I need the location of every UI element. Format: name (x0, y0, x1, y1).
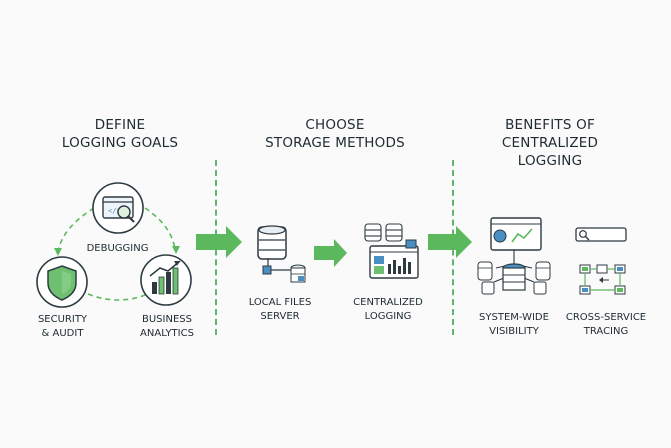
label-tracing-line1: CROSS-SERVICE (565, 312, 647, 323)
cycle-arrow-bottom (87, 293, 149, 301)
flow-arrow-2 (314, 239, 347, 267)
label-centralized-logging: CENTRALIZED LOGGING (338, 296, 438, 324)
label-local-files-server: LOCAL FILES SERVER (230, 296, 330, 324)
label-tracing-line2: TRACING (583, 326, 629, 337)
label-central-line2: LOGGING (364, 311, 412, 322)
label-business-analytics: BUSINESS ANALYTICS (122, 313, 212, 341)
section-title-choose-line2: STORAGE METHODS (265, 135, 405, 151)
tracing-icon (575, 227, 627, 295)
shield-icon (36, 256, 88, 308)
label-local-line2: SERVER (260, 311, 300, 322)
section-title-define-line2: LOGGING GOALS (61, 135, 179, 151)
label-analytics-line2: ANALYTICS (140, 328, 194, 339)
label-system-wide-visibility: SYSTEM-WIDE VISIBILITY (464, 311, 564, 339)
debugging-icon: </> (92, 182, 144, 234)
label-analytics-line1: BUSINESS (142, 314, 192, 325)
label-local-line1: LOCAL FILES (248, 297, 312, 308)
server-icon (257, 225, 306, 283)
label-security-line1: SECURITY (37, 314, 88, 325)
section-title-benefits: BENEFITS OF CENTRALIZED LOGGING (470, 116, 630, 170)
section-title-define: DEFINE LOGGING GOALS (40, 116, 200, 152)
label-debugging: DEBUGGING (86, 243, 149, 254)
analytics-icon (140, 254, 192, 306)
cycle-arrowhead-3 (172, 246, 180, 254)
section-title-choose-line1: CHOOSE (305, 117, 365, 133)
cycle-arrowhead-1 (54, 248, 62, 256)
section-title-benefits-line1: BENEFITS OF (505, 117, 595, 133)
centralized-logging-icon (364, 223, 419, 279)
label-security-audit: SECURITY & AUDIT (20, 313, 105, 341)
label-visibility-line2: VISIBILITY (489, 326, 539, 337)
label-visibility-line1: SYSTEM-WIDE (479, 312, 549, 323)
flow-arrow-1 (196, 226, 242, 258)
flow-arrow-3 (428, 226, 472, 258)
label-central-line1: CENTRALIZED (353, 297, 423, 308)
section-title-benefits-line2: CENTRALIZED (501, 135, 599, 151)
svg-text:</>: </> (108, 207, 121, 215)
section-title-choose: CHOOSE STORAGE METHODS (250, 116, 420, 152)
label-security-line2: & AUDIT (41, 328, 84, 339)
system-visibility-icon (477, 217, 551, 295)
label-cross-service-tracing: CROSS-SERVICE TRACING (556, 311, 656, 339)
section-title-benefits-line3: LOGGING (517, 153, 583, 169)
section-title-define-line1: DEFINE (94, 117, 146, 133)
